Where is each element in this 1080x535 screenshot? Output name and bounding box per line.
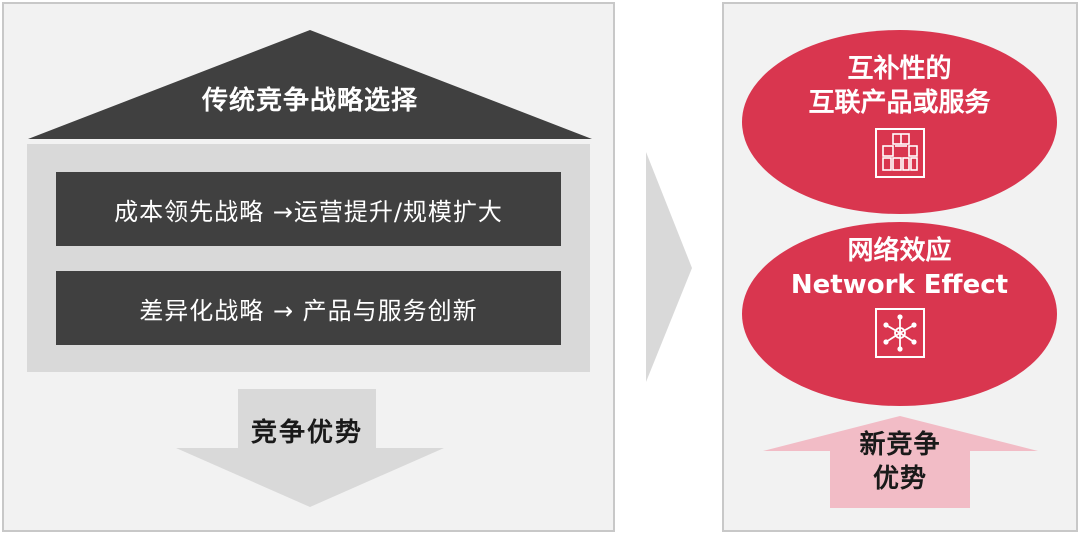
new-advantage-line2: 优势 xyxy=(872,464,927,494)
network-effect-ellipse xyxy=(742,222,1057,406)
network-effect-subtitle: Network Effect xyxy=(790,270,1009,300)
roof-title: 传统竞争战略选择 xyxy=(201,86,418,116)
differentiation-bar: 差异化战略 → 产品与服务创新 xyxy=(56,271,561,345)
roof-triangle xyxy=(28,30,592,139)
complementary-subtitle: 互联产品或服务 xyxy=(808,88,991,118)
network-effect-title: 网络效应 xyxy=(847,236,952,266)
down-arrow xyxy=(176,389,444,507)
network-hub-icon xyxy=(875,308,925,358)
complementary-products-ellipse xyxy=(742,30,1057,214)
up-arrow xyxy=(763,416,1038,508)
new-advantage-line1: 新竞争 xyxy=(859,430,941,460)
transition-chevron xyxy=(646,152,692,382)
puzzle-grid-icon xyxy=(875,128,925,178)
competitive-advantage-label: 竞争优势 xyxy=(250,418,363,448)
complementary-title: 互补性的 xyxy=(847,54,952,84)
cost-leadership-bar: 成本领先战略 →运营提升/规模扩大 xyxy=(56,172,561,246)
